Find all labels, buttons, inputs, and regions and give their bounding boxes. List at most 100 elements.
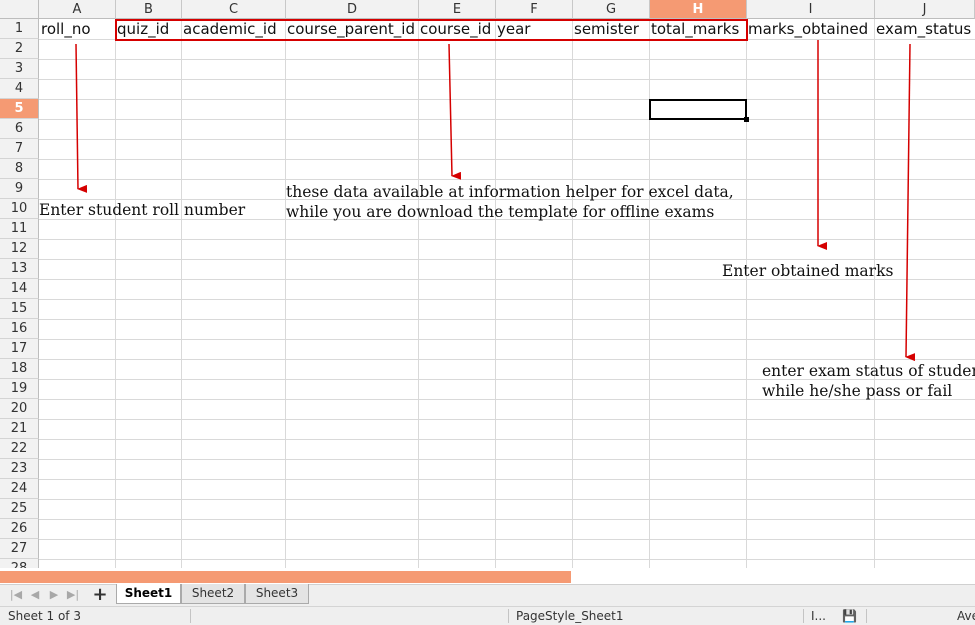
row-header[interactable]: 13 <box>0 259 39 279</box>
grid-line <box>39 319 975 320</box>
row-header[interactable]: 20 <box>0 399 39 419</box>
grid-line <box>418 19 419 568</box>
grid-line <box>39 99 975 100</box>
last-sheet-icon[interactable]: ▶| <box>66 588 80 601</box>
select-all-corner[interactable] <box>0 0 39 19</box>
next-sheet-icon[interactable]: ▶ <box>49 588 59 601</box>
spreadsheet-grid[interactable]: A B C D E F G H I J 1 2 3 4 5 6 7 8 9 10… <box>0 0 975 568</box>
previous-sheet-icon[interactable]: ◀ <box>30 588 40 601</box>
column-header-d[interactable]: D <box>286 0 419 19</box>
column-header-b[interactable]: B <box>116 0 182 19</box>
grid-line <box>572 19 573 568</box>
note-info-line-1: these data available at information help… <box>286 183 734 201</box>
row-header[interactable]: 23 <box>0 459 39 479</box>
note-exam-status-line-2: while he/she pass or fail <box>762 382 953 400</box>
column-header-h[interactable]: H <box>650 0 747 19</box>
aggregate-function-label[interactable]: Ave <box>957 609 975 623</box>
row-header[interactable]: 24 <box>0 479 39 499</box>
column-header-a[interactable]: A <box>39 0 116 19</box>
row-header[interactable]: 26 <box>0 519 39 539</box>
row-header[interactable]: 10 <box>0 199 39 219</box>
cell-h1-total-marks[interactable]: total_marks <box>651 20 740 38</box>
row-header[interactable]: 12 <box>0 239 39 259</box>
grid-line <box>39 539 975 540</box>
tab-sheet2[interactable]: Sheet2 <box>181 584 245 604</box>
first-sheet-icon[interactable]: |◀ <box>9 588 23 601</box>
arrow-course-data <box>448 43 462 180</box>
grid-line <box>181 19 182 568</box>
row-header[interactable]: 2 <box>0 39 39 59</box>
grid-line <box>39 379 975 380</box>
grid-line <box>39 139 975 140</box>
row-header[interactable]: 25 <box>0 499 39 519</box>
add-sheet-icon[interactable]: + <box>92 584 108 605</box>
row-header[interactable]: 17 <box>0 339 39 359</box>
grid-line <box>39 359 975 360</box>
cell-b1-quiz-id[interactable]: quiz_id <box>117 20 170 38</box>
status-separator <box>866 609 867 623</box>
grid-line <box>39 299 975 300</box>
row-header[interactable]: 22 <box>0 439 39 459</box>
active-cell-cursor[interactable] <box>649 99 749 122</box>
row-header[interactable]: 28 <box>0 559 39 568</box>
tab-sheet1[interactable]: Sheet1 <box>116 584 181 604</box>
grid-line <box>39 459 975 460</box>
grid-line <box>39 439 975 440</box>
row-header[interactable]: 3 <box>0 59 39 79</box>
status-separator <box>190 609 191 623</box>
row-header-selected[interactable]: 5 <box>0 99 39 119</box>
grid-line <box>39 259 975 260</box>
row-header[interactable]: 4 <box>0 79 39 99</box>
document-modified-icon[interactable]: 💾 <box>842 609 857 623</box>
row-header[interactable]: 6 <box>0 119 39 139</box>
row-header[interactable]: 9 <box>0 179 39 199</box>
grid-line <box>39 239 975 240</box>
horizontal-scrollbar-thumb[interactable] <box>0 571 571 583</box>
column-header-i[interactable]: I <box>747 0 875 19</box>
row-header[interactable]: 21 <box>0 419 39 439</box>
grid-line <box>39 279 975 280</box>
grid-line <box>39 59 975 60</box>
grid-line <box>746 19 747 568</box>
cell-c1-academic-id[interactable]: academic_id <box>183 20 277 38</box>
page-style-label[interactable]: PageStyle_Sheet1 <box>516 609 624 623</box>
grid-line <box>39 219 975 220</box>
grid-line <box>39 159 975 160</box>
column-header-j[interactable]: J <box>875 0 975 19</box>
cell-d1-course-parent-id[interactable]: course_parent_id <box>287 20 415 38</box>
column-header-e[interactable]: E <box>419 0 496 19</box>
status-separator <box>508 609 509 623</box>
grid-line <box>649 19 650 568</box>
annotation-arrows <box>75 40 916 362</box>
insert-mode-icon[interactable]: I... <box>811 609 826 623</box>
row-header[interactable]: 8 <box>0 159 39 179</box>
grid-line <box>39 499 975 500</box>
row-header[interactable]: 11 <box>0 219 39 239</box>
tab-sheet3[interactable]: Sheet3 <box>245 584 309 604</box>
row-header[interactable]: 27 <box>0 539 39 559</box>
row-header[interactable]: 18 <box>0 359 39 379</box>
grid-line <box>39 519 975 520</box>
row-header[interactable]: 19 <box>0 379 39 399</box>
cell-a1-roll-no[interactable]: roll_no <box>41 20 91 38</box>
grid-line <box>39 419 975 420</box>
row-header[interactable]: 15 <box>0 299 39 319</box>
grid-line <box>39 399 975 400</box>
sheet-count-label: Sheet 1 of 3 <box>8 609 81 623</box>
grid-line <box>115 19 116 568</box>
cell-g1-semister[interactable]: semister <box>574 20 639 38</box>
row-header[interactable]: 7 <box>0 139 39 159</box>
column-header-c[interactable]: C <box>182 0 286 19</box>
cell-f1-year[interactable]: year <box>497 20 531 38</box>
note-roll-number: Enter student roll number <box>39 201 246 219</box>
cell-j1-exam-status[interactable]: exam_status <box>876 20 972 38</box>
column-header-f[interactable]: F <box>496 0 573 19</box>
row-header[interactable]: 16 <box>0 319 39 339</box>
grid-line <box>39 179 975 180</box>
column-header-g[interactable]: G <box>573 0 650 19</box>
cell-e1-course-id[interactable]: course_id <box>420 20 492 38</box>
cell-i1-marks-obtained[interactable]: marks_obtained <box>748 20 869 38</box>
row-header[interactable]: 14 <box>0 279 39 299</box>
status-bar: Sheet 1 of 3 PageStyle_Sheet1 I... 💾 Ave <box>0 606 975 625</box>
row-header[interactable]: 1 <box>0 19 39 39</box>
